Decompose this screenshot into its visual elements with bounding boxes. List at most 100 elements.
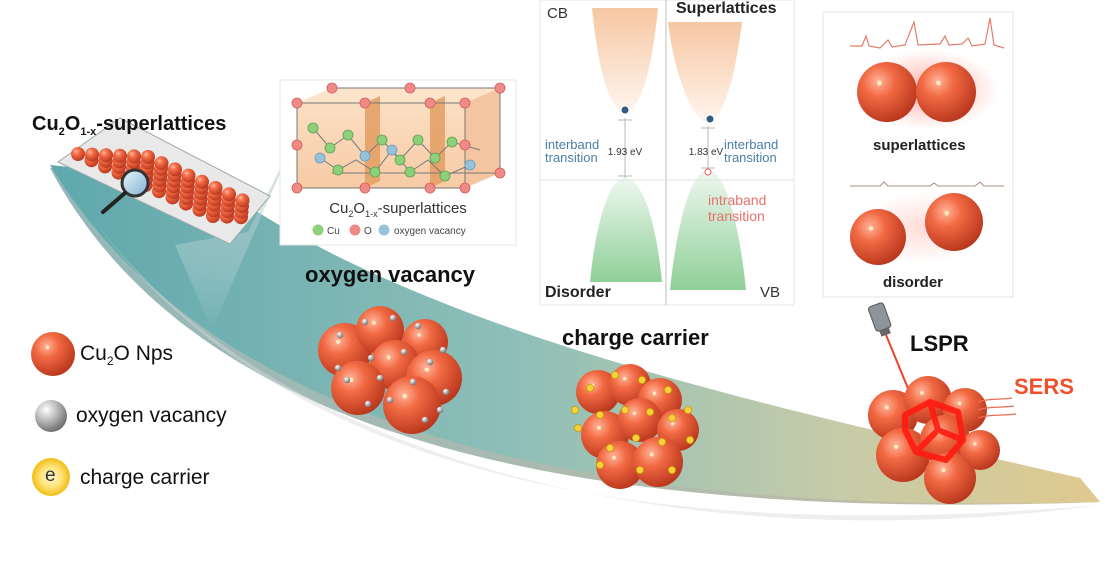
legend-icons: [31, 332, 75, 496]
raman-spheres: [850, 62, 983, 265]
charge-carrier-dot: [668, 465, 677, 474]
oxygen-vacancy-dot: [439, 346, 447, 354]
crystal-atom-vacancy: [386, 144, 398, 156]
plate-sphere: [141, 150, 155, 164]
crystal-atom-o: [291, 182, 303, 194]
gap-markers: [618, 118, 715, 178]
crystal-atom-o: [459, 139, 471, 151]
band-panel: [539, 0, 795, 306]
stage-charge-carrier: charge carrier: [562, 325, 709, 350]
vb-right: [670, 170, 746, 290]
legend-vacancy-icon: [35, 400, 67, 432]
magnifier-icon: [101, 168, 150, 214]
charge-carrier-dot: [646, 407, 655, 416]
band-cb-label: CB: [547, 5, 568, 22]
gap-left-label: 1.93 eV: [608, 147, 643, 158]
plate-sphere: [168, 162, 182, 177]
crystal-atom-cu: [307, 122, 319, 134]
oxygen-vacancy-dot: [426, 358, 434, 366]
oxygen-vacancy-dot: [400, 348, 408, 356]
charge-carrier-dot: [574, 423, 583, 432]
crystal-atom-o: [291, 97, 303, 109]
intraband-2: transition: [708, 208, 765, 224]
crystal-atom-o: [359, 182, 371, 194]
crystal-atom-cu: [429, 152, 441, 164]
plate-sphere: [85, 147, 99, 162]
crystal-atom-cu: [376, 134, 388, 146]
charge-carrier-dot: [658, 437, 667, 446]
band-superlattices-label: Superlattices: [676, 0, 777, 17]
crystal-atom-o: [424, 182, 436, 194]
charge-carrier-dot: [632, 433, 641, 442]
lspr-cluster-sphere: [876, 428, 930, 482]
oxygen-vacancy-dot: [414, 322, 422, 330]
crystal-atom-o: [459, 182, 471, 194]
cb-left: [592, 8, 658, 112]
crystal-caption: Cu2O1-x-superlattices: [329, 200, 467, 219]
crystal-atom-cu: [332, 164, 344, 176]
plate-sphere: [235, 193, 250, 208]
raman-sphere: [850, 209, 906, 265]
charge-carrier-cluster: [571, 364, 699, 489]
charge-carrier-dot: [611, 370, 620, 379]
plate-sphere: [113, 148, 127, 163]
process-ribbon: [50, 165, 1100, 504]
crystal-atoms: [291, 82, 506, 194]
plate-sphere: [181, 168, 196, 183]
oxygen-vacancy-dot: [389, 314, 397, 322]
charge-carrier-dot: [638, 375, 647, 384]
carrier-cluster-sphere: [596, 441, 644, 489]
cb-right: [668, 22, 742, 122]
plate-sphere: [195, 174, 209, 189]
crystal-atom-o: [494, 167, 506, 179]
crystal-atom-o: [326, 82, 338, 94]
oxygen-vacancy-dot: [409, 378, 417, 386]
legend-carrier-symbol: e: [45, 465, 56, 486]
legend-vacancy-label: oxygen vacancy: [76, 404, 227, 427]
plate-sphere: [222, 187, 236, 202]
interband-left-1: interband: [545, 137, 600, 152]
intraband-1: intraband: [708, 192, 767, 208]
oxygen-vacancy-dot: [364, 400, 372, 408]
crystal-atom-vacancy: [464, 159, 476, 171]
charge-carrier-dot: [686, 435, 695, 444]
raman-sphere: [857, 62, 917, 122]
plate-sphere: [127, 149, 141, 164]
charge-carrier-dot: [571, 405, 580, 414]
plate-sphere: [208, 181, 223, 195]
charge-carrier-dot: [596, 410, 605, 419]
crystal-atom-vacancy: [359, 150, 371, 162]
band-vb-label: VB: [760, 284, 781, 301]
raman-sphere: [925, 193, 983, 251]
charge-carrier-dot: [668, 413, 677, 422]
stage-lspr: LSPR: [910, 331, 969, 356]
svg-text:O: O: [364, 226, 372, 237]
charge-carrier-dot: [586, 383, 595, 392]
hole-right: [704, 168, 712, 176]
crystal-atom-o: [291, 139, 303, 151]
crystal-atom-cu: [342, 129, 354, 141]
crystal-atom-cu: [446, 136, 458, 148]
legend-carrier-label: charge carrier: [80, 466, 210, 489]
crystal-legend: Cu O oxygen vacancy: [312, 224, 466, 237]
charge-carrier-dot: [684, 405, 693, 414]
crystal-atom-cu: [324, 142, 336, 154]
charge-carrier-dot: [596, 460, 605, 469]
crystal-atom-cu: [404, 166, 416, 178]
lspr-cluster-sphere: [960, 430, 1000, 470]
crystal-atom-o: [494, 82, 506, 94]
stage-oxygen-vacancy: oxygen vacancy: [305, 262, 475, 287]
oxygen-vacancy-dot: [361, 318, 369, 326]
superlattice-plate: [57, 117, 271, 245]
plate-sphere: [154, 156, 169, 171]
crystal-atom-o: [359, 97, 371, 109]
carrier-cluster-sphere: [618, 398, 662, 442]
stage-sers: SERS: [1014, 374, 1074, 399]
electron-left: [620, 105, 630, 115]
oxygen-vacancy-dot: [334, 364, 342, 372]
crystal-atom-cu: [394, 154, 406, 166]
oxygen-vacancy-dot: [421, 416, 429, 424]
band-disorder-label: Disorder: [545, 284, 611, 301]
raman-superlattices-label: superlattices: [873, 137, 966, 154]
main-title: Cu2O1-x-superlattices: [32, 113, 227, 138]
